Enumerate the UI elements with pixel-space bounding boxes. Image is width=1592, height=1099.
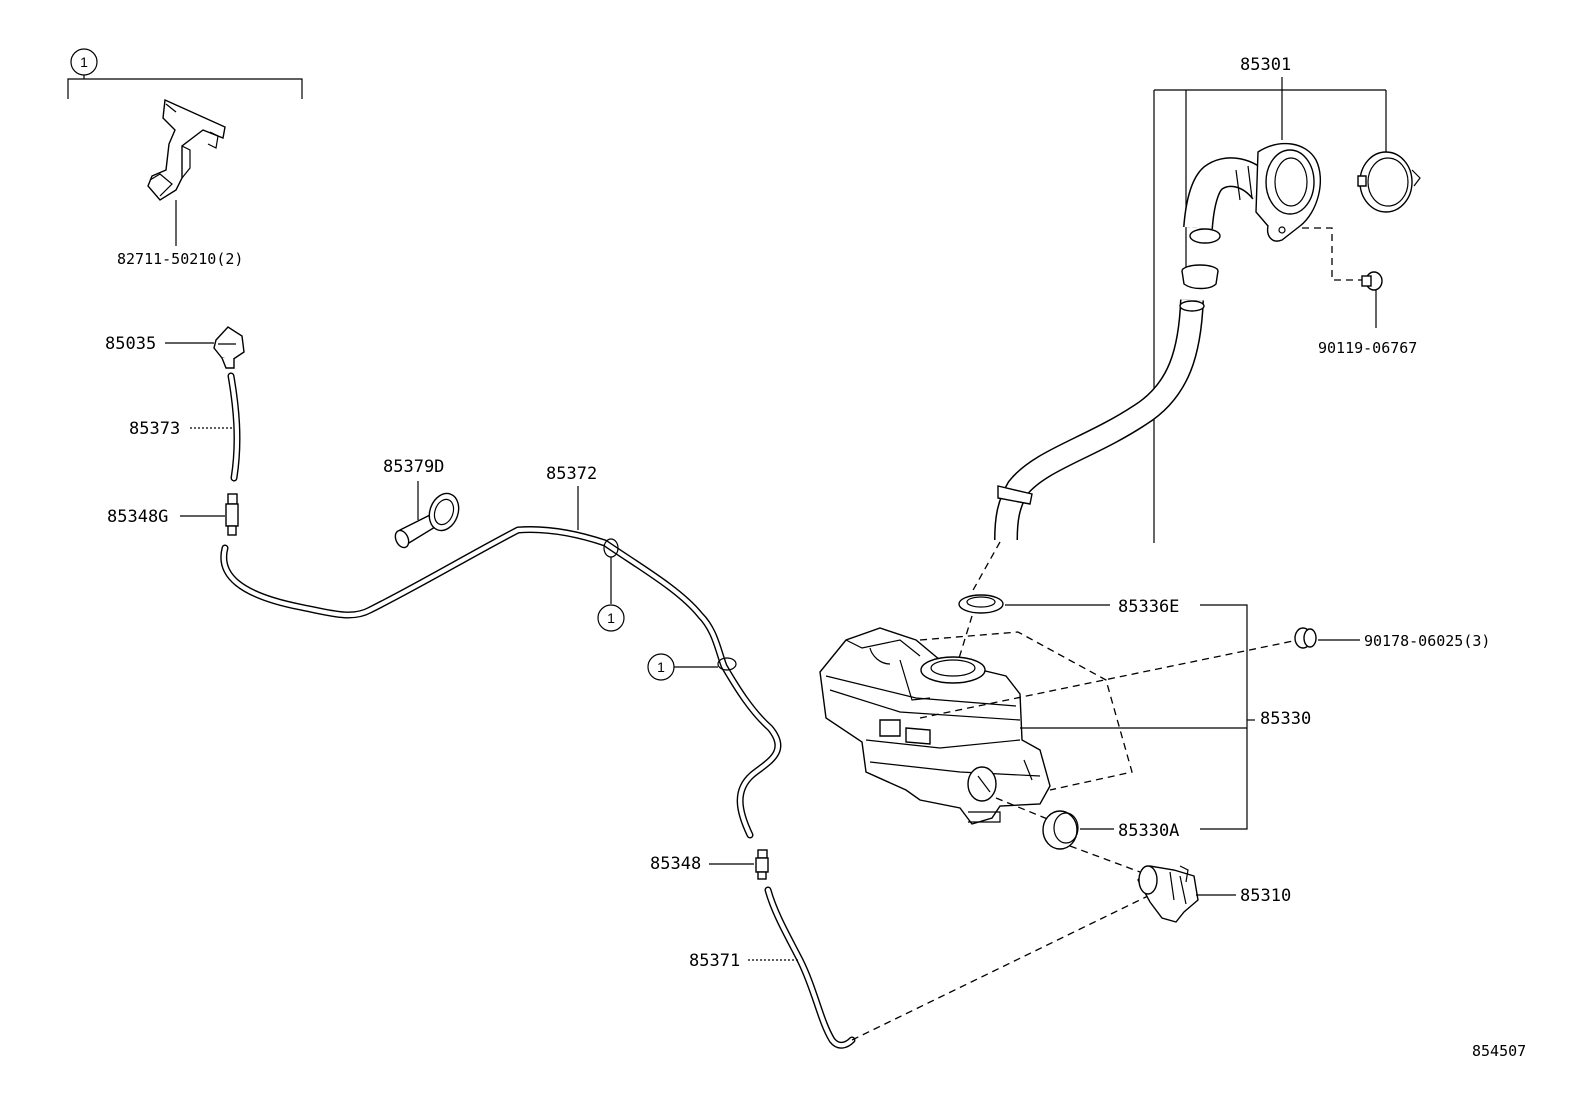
- group-bracket: [67, 78, 303, 99]
- part-clamp-ring[interactable]: [1181, 264, 1219, 290]
- part-grommet-85379D[interactable]: [393, 489, 464, 549]
- label-85330A: 85330A: [1118, 821, 1179, 841]
- label-85372: 85372: [546, 464, 597, 484]
- label-85330: 85330: [1260, 709, 1311, 729]
- callout-number-mid: 1: [607, 610, 615, 626]
- label-85371: 85371: [689, 951, 740, 971]
- leader-pump-to-hose: [851, 894, 1151, 1041]
- label-85301: 85301: [1240, 55, 1291, 75]
- part-bolt-90119[interactable]: [1302, 227, 1383, 328]
- label-85336E: 85336E: [1118, 597, 1179, 617]
- callout-circle-mid: [597, 604, 625, 632]
- part-grommet-85330A[interactable]: [1042, 810, 1079, 850]
- part-hose-85372[interactable]: [220, 526, 782, 839]
- bracket-group: 1: [67, 48, 303, 99]
- part-nozzle-85035[interactable]: [213, 326, 245, 369]
- label-82711: 82711-50210(2): [117, 250, 243, 268]
- tank-leader-outline: [919, 631, 1133, 791]
- label-85379D: 85379D: [383, 457, 444, 477]
- part-gasket-85336E[interactable]: [958, 594, 1004, 614]
- part-clip-82711[interactable]: [147, 98, 226, 246]
- part-hose-85373[interactable]: [227, 372, 241, 482]
- part-nut-90178[interactable]: [1294, 627, 1317, 649]
- part-connector-85348G[interactable]: [225, 493, 239, 536]
- diagram-code: 854507: [1472, 1042, 1526, 1060]
- label-85373: 85373: [129, 419, 180, 439]
- part-filler-pipe[interactable]: [994, 299, 1205, 541]
- callout-number-top: 1: [80, 54, 88, 70]
- part-pump-85310[interactable]: [1137, 865, 1199, 923]
- label-85348G: 85348G: [107, 507, 168, 527]
- part-hose-85371[interactable]: [764, 886, 856, 1049]
- label-85310: 85310: [1240, 886, 1291, 906]
- bracket-85330: [1200, 604, 1248, 830]
- bracket-85301: [1153, 77, 1387, 543]
- part-filler-neck[interactable]: [1183, 142, 1321, 244]
- part-filler-cap[interactable]: [1357, 151, 1421, 213]
- label-90119: 90119-06767: [1318, 339, 1417, 357]
- hose-clip-2: [717, 657, 737, 671]
- part-connector-85348[interactable]: [755, 849, 769, 880]
- label-85348: 85348: [650, 854, 701, 874]
- part-washer-tank[interactable]: [819, 627, 1051, 825]
- callout-number-right: 1: [657, 659, 665, 675]
- label-85035: 85035: [105, 334, 156, 354]
- label-90178: 90178-06025(3): [1364, 632, 1490, 650]
